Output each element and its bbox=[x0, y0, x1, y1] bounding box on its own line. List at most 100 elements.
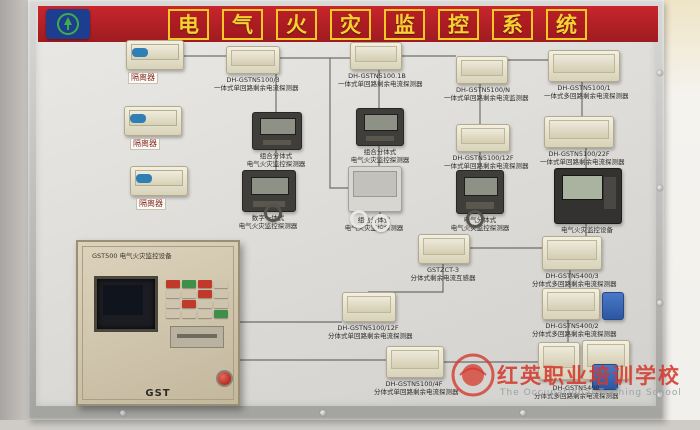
detector-device bbox=[548, 50, 620, 82]
device-model: DH-GSTN5100/12F bbox=[452, 154, 514, 162]
detector-device bbox=[348, 166, 402, 212]
device-face bbox=[461, 128, 505, 145]
sensor-module-device bbox=[592, 364, 618, 390]
detector-device bbox=[226, 46, 280, 74]
indicator-light bbox=[198, 280, 212, 288]
device-desc: 一体式单回路剩余电流探测器 bbox=[214, 84, 299, 93]
device-model: DH-GSTN5100/3 bbox=[226, 76, 280, 84]
cabinet-header-label: GST500 电气火灾监控设备 bbox=[92, 252, 172, 260]
device-model: DH-GSTN5100/22F bbox=[548, 150, 610, 158]
isolator-device bbox=[126, 40, 184, 70]
device-screen bbox=[463, 177, 499, 197]
device-model: DH-GSTN5400/3 bbox=[545, 272, 599, 280]
ct-ring bbox=[466, 210, 484, 228]
device-screen bbox=[260, 118, 296, 135]
device-face bbox=[461, 60, 503, 77]
frame-bolt bbox=[657, 185, 663, 191]
device-screen bbox=[561, 175, 604, 201]
isolator-label: 隔离器 bbox=[128, 72, 158, 84]
device-desc: 一体式单回路剩余电流探测器 bbox=[338, 80, 423, 89]
isolator-label: 隔离器 bbox=[136, 198, 166, 210]
banner-char: 监 bbox=[384, 8, 425, 40]
cabinet-key bbox=[198, 290, 212, 298]
device-face bbox=[353, 171, 397, 198]
device-display bbox=[132, 48, 148, 57]
wall-left bbox=[0, 0, 28, 430]
cabinet-brand: GST bbox=[145, 388, 171, 399]
device-desc: 分体式多回路剩余电流探测器 bbox=[534, 392, 619, 401]
device-face bbox=[543, 346, 575, 368]
cabinet-key bbox=[166, 310, 180, 318]
device-keypad bbox=[366, 135, 394, 142]
device-face bbox=[547, 292, 595, 311]
device-keypad bbox=[466, 202, 494, 209]
detector-device bbox=[542, 288, 600, 320]
device-keypad bbox=[262, 139, 292, 146]
detector-device bbox=[242, 170, 296, 212]
device-model: DH-GSTN5100.1B bbox=[348, 72, 406, 80]
device-desc: 一体式多回路剩余电流探测器 bbox=[544, 92, 629, 101]
cabinet-key bbox=[182, 300, 196, 308]
device-face bbox=[391, 350, 439, 369]
detector-device bbox=[538, 342, 580, 380]
detector-device bbox=[542, 236, 602, 270]
device-face bbox=[549, 120, 609, 139]
alarm-button bbox=[216, 370, 233, 387]
device-face bbox=[355, 46, 397, 63]
banner-char: 灾 bbox=[330, 8, 371, 40]
indicator-light bbox=[182, 280, 196, 288]
device-desc: 一体式单回路剩余电流探测器 bbox=[540, 158, 625, 167]
frame-bolt bbox=[657, 70, 663, 76]
device-model: DH-GSTN5100/N bbox=[455, 86, 511, 94]
device-keypad bbox=[603, 176, 616, 209]
device-face bbox=[547, 240, 597, 260]
device-model: 组合分体式 bbox=[363, 148, 397, 156]
device-face bbox=[347, 296, 391, 314]
isolator-device bbox=[124, 106, 182, 136]
detector-device bbox=[456, 56, 508, 84]
frame-bolt bbox=[520, 410, 526, 416]
device-desc: 电气火灾监控探测器 bbox=[246, 160, 306, 169]
cabinet-screen-glass bbox=[103, 285, 143, 315]
watermark-logo bbox=[451, 353, 495, 397]
cabinet-screen bbox=[94, 276, 158, 332]
device-model: DH-GSTN5100/4F bbox=[385, 380, 443, 388]
banner-char: 火 bbox=[276, 8, 317, 40]
device-label: 组合分体式电气火灾监控探测器 bbox=[238, 152, 314, 169]
device-desc: 分体式多回路剩余电流探测器 bbox=[532, 330, 617, 339]
sensor-module-device bbox=[602, 292, 624, 320]
wall-right bbox=[664, 0, 700, 430]
ct-ring bbox=[264, 204, 282, 222]
detector-device bbox=[418, 234, 470, 264]
device-face bbox=[231, 50, 275, 67]
title-banner: 电 气 火 灾 监 控 系 统 bbox=[38, 6, 658, 42]
device-face bbox=[553, 54, 615, 73]
frame-bolt bbox=[657, 300, 663, 306]
cabinet-key bbox=[214, 280, 228, 288]
cabinet-key bbox=[166, 290, 180, 298]
device-desc: 分体式单回路剩余电流探测器 bbox=[374, 388, 459, 397]
banner-char: 统 bbox=[546, 8, 587, 40]
detector-device bbox=[456, 124, 510, 152]
device-model: 电气火灾监控设备 bbox=[561, 226, 613, 234]
device-model: DH-GSTN5100/12F bbox=[337, 324, 399, 332]
device-screen bbox=[250, 177, 290, 195]
detector-device bbox=[386, 346, 444, 378]
device-desc: 一体式单回路剩余电流探测器 bbox=[444, 162, 529, 171]
banner-char: 系 bbox=[492, 8, 533, 40]
device-display bbox=[130, 114, 146, 123]
cabinet-key bbox=[214, 300, 228, 308]
emblem-icon bbox=[57, 13, 79, 35]
indicator-light bbox=[166, 280, 180, 288]
device-desc: 电气火灾监控探测器 bbox=[350, 156, 410, 165]
banner-char: 气 bbox=[222, 8, 263, 40]
device-desc: 电气火灾监控探测器 bbox=[238, 222, 298, 231]
